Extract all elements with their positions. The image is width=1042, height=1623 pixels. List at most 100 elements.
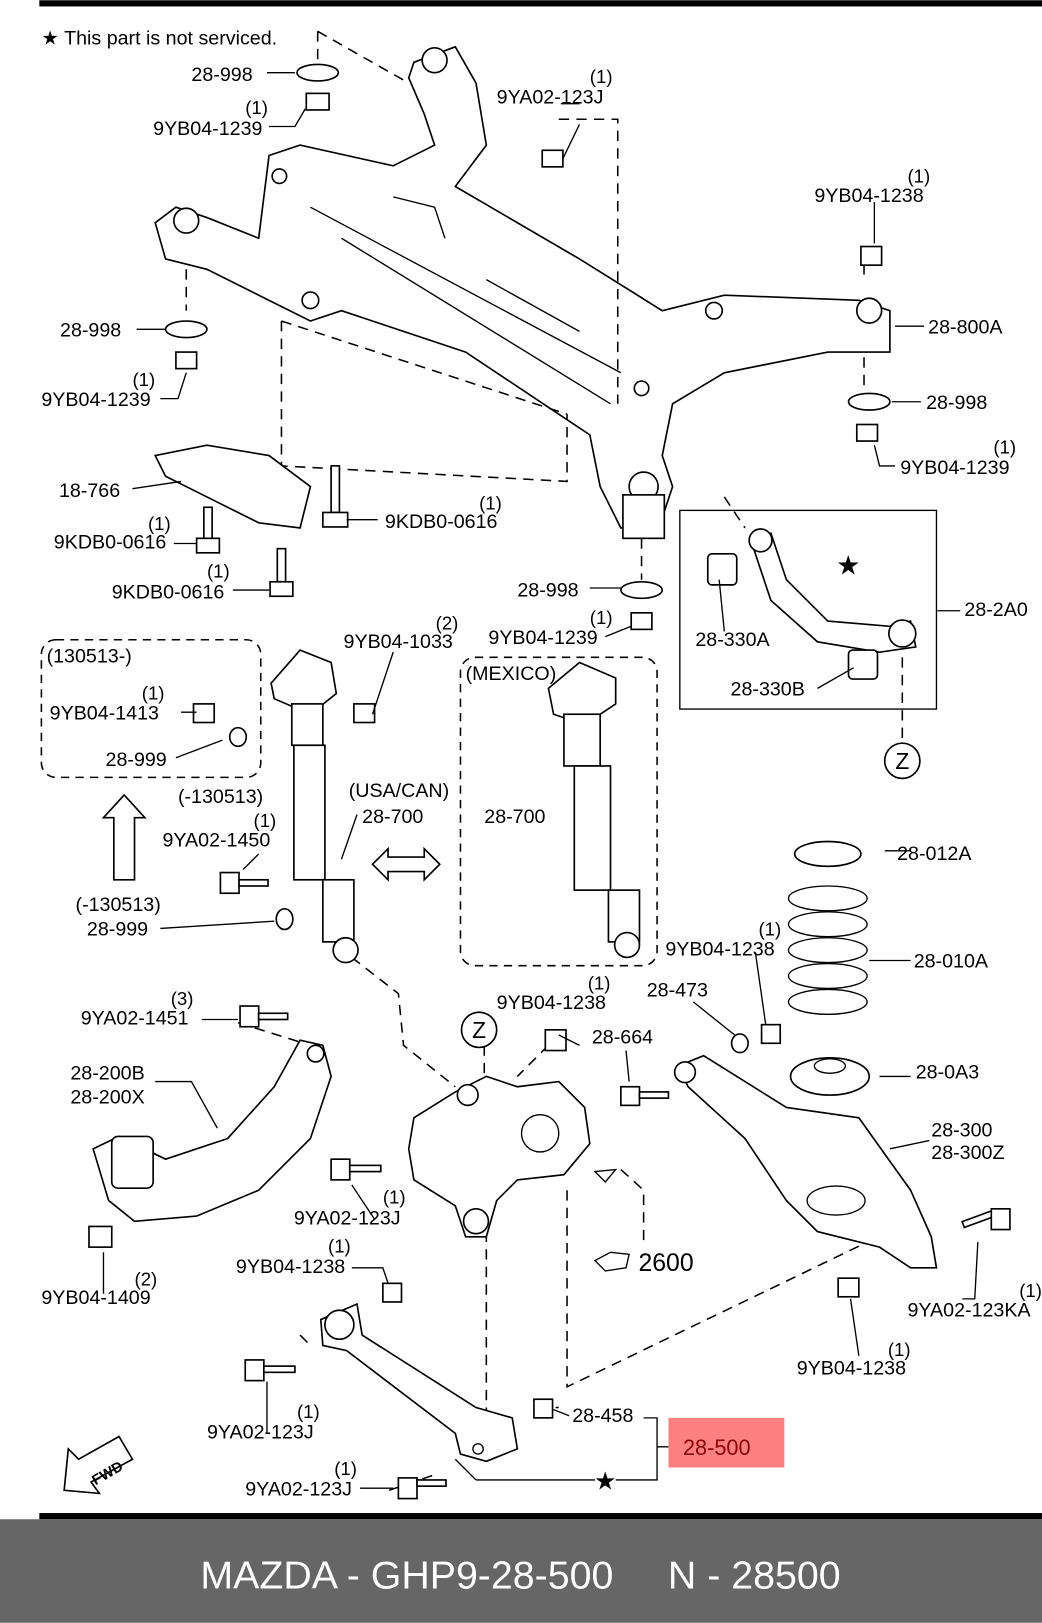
quantity-label: (1) [328, 1235, 351, 1256]
quantity-label: (1) [1019, 1280, 1042, 1301]
part-number-label[interactable]: 28-999 [87, 919, 148, 941]
part-number-label[interactable]: 28-998 [191, 64, 252, 86]
svg-text:28-500: 28-500 [683, 1435, 751, 1460]
quantity-label: (1) [383, 1187, 406, 1208]
quantity-label: (1) [207, 561, 230, 582]
part-number-label[interactable]: 28-458 [572, 1405, 633, 1427]
quantity-label: (1) [297, 1401, 320, 1422]
part-number-label[interactable]: 9YB04-1238 [236, 1256, 345, 1278]
part-number-label[interactable]: 9YA02-123J [245, 1478, 352, 1500]
part-number-label[interactable]: 28-999 [106, 749, 167, 771]
part-number-label[interactable]: 9YA02-1450 [162, 830, 270, 852]
fwd-arrow: FWD [63, 1435, 134, 1495]
not-serviced-note: ★ This part is not serviced. [41, 28, 277, 50]
interchange-arrow [371, 846, 441, 882]
quantity-label: (1) [334, 1458, 357, 1479]
part-number-label[interactable]: 9YA02-123J [294, 1207, 401, 1229]
quantity-label: (1) [758, 919, 781, 940]
part-number-label[interactable]: 9YA02-123J [497, 87, 604, 109]
part-number-label[interactable]: 28-700 [362, 806, 423, 828]
bottom-border [39, 1513, 1042, 1520]
crossmember [154, 45, 891, 540]
part-number-label[interactable]: (-130513) [178, 786, 263, 808]
highlighted-part-28-500[interactable]: ★ 28-500 [454, 1417, 785, 1495]
part-number-label[interactable]: (-130513) [76, 894, 161, 916]
part-number-label[interactable]: 28-330A [695, 629, 770, 651]
part-number-label[interactable]: 28-010A [914, 951, 989, 973]
shock-absorber-usa-can [270, 649, 359, 964]
part-number-label[interactable]: 9KDB0-0616 [54, 532, 167, 554]
part-number-label[interactable]: 9KDB0-0616 [112, 581, 225, 603]
quantity-label: (1) [148, 513, 171, 534]
part-number-label[interactable]: 28-012A [897, 843, 972, 865]
quantity-label: (1) [993, 436, 1016, 457]
part-number-label[interactable]: 9YB04-1239 [488, 627, 597, 649]
svg-text:Z: Z [895, 748, 909, 774]
quantity-label: (1) [590, 66, 613, 87]
zone-marker-z-2: Z [460, 1011, 498, 1049]
part-number-label[interactable]: 28-664 [592, 1026, 653, 1048]
lateral-link-28-500 [319, 1302, 519, 1463]
part-number-label[interactable]: 28-700 [484, 806, 545, 828]
quantity-label: (1) [479, 492, 502, 513]
knuckle [407, 1075, 591, 1238]
quantity-label: (2) [135, 1268, 158, 1289]
part-number-label[interactable]: 9YB04-1409 [41, 1287, 150, 1309]
footer-part-number: MAZDA - GHP9-28-500 N - 28500 [200, 1554, 840, 1598]
zone-marker-z-1: Z [883, 742, 921, 780]
reference-2600[interactable]: 2600 [593, 1250, 694, 1277]
part-number-label[interactable]: 9YB04-1239 [41, 389, 150, 411]
up-arrow [101, 793, 147, 881]
quantity-label: (1) [888, 1339, 911, 1360]
part-number-label[interactable]: 28-998 [926, 392, 987, 414]
part-number-label[interactable]: (MEXICO) [466, 663, 557, 685]
part-number-label[interactable]: 9YB04-1238 [665, 938, 774, 960]
fasteners [88, 63, 1011, 1500]
part-number-label[interactable]: (130513-) [47, 645, 132, 667]
quantity-label: (1) [142, 683, 165, 704]
part-number-label[interactable]: 28-473 [647, 980, 708, 1002]
part-number-label[interactable]: 9YA02-123J [207, 1422, 314, 1444]
part-number-label[interactable]: 9YB04-1238 [797, 1357, 906, 1379]
part-number-label[interactable]: 9YB04-1238 [814, 185, 923, 207]
part-number-label[interactable]: 9YB04-1239 [153, 118, 262, 140]
upper-arm-28-2A0: ★ [679, 509, 938, 710]
quantity-label: (1) [588, 972, 611, 993]
coil-spring [787, 840, 871, 1096]
variant-box-130513 [40, 638, 262, 779]
part-number-label[interactable]: 28-300Z [931, 1142, 1004, 1164]
part-number-label[interactable]: 28-998 [517, 579, 578, 601]
part-number-label[interactable]: 28-330B [731, 679, 805, 701]
part-number-label[interactable]: 9KDB0-0616 [385, 511, 498, 533]
part-number-label[interactable]: 9YB04-1033 [344, 631, 453, 653]
part-number-label[interactable]: 9YB04-1413 [50, 702, 159, 724]
quantity-label: (2) [436, 612, 459, 633]
part-number-label[interactable]: 18-766 [59, 480, 120, 502]
quantity-label: (1) [254, 810, 277, 831]
part-number-label[interactable]: 9YA02-1451 [81, 1008, 189, 1030]
callout-labels: 28-998(1)9YB04-1239(1)9YA02-123J(1)9YB04… [41, 64, 1042, 1501]
part-number-label[interactable]: 28-300 [931, 1119, 992, 1141]
part-number-label[interactable]: 28-200X [70, 1086, 144, 1108]
part-number-label[interactable]: 28-2A0 [964, 599, 1027, 621]
part-number-label[interactable]: 28-200B [70, 1063, 144, 1085]
part-number-label[interactable]: 28-0A3 [916, 1061, 979, 1083]
part-number-label[interactable]: 28-800A [928, 316, 1003, 338]
star-mark: ★ [836, 551, 860, 581]
quantity-label: (1) [245, 97, 268, 118]
lower-arm-28-300 [676, 1054, 938, 1269]
part-number-label[interactable]: (USA/CAN) [349, 780, 449, 802]
star-mark: ★ [594, 1468, 616, 1495]
quantity-label: (1) [132, 369, 155, 390]
quantity-label: (1) [590, 607, 613, 628]
part-number-label[interactable]: 9YB04-1238 [497, 992, 606, 1014]
part-number-label[interactable]: 9YA02-123KA [907, 1299, 1031, 1321]
quantity-label: (1) [907, 165, 930, 186]
shock-absorber-mexico [547, 661, 641, 959]
svg-text:2600: 2600 [638, 1250, 693, 1277]
part-number-label[interactable]: 9YB04-1239 [900, 457, 1009, 479]
footer-bar [0, 1519, 1042, 1623]
part-number-label[interactable]: 28-998 [60, 320, 121, 342]
